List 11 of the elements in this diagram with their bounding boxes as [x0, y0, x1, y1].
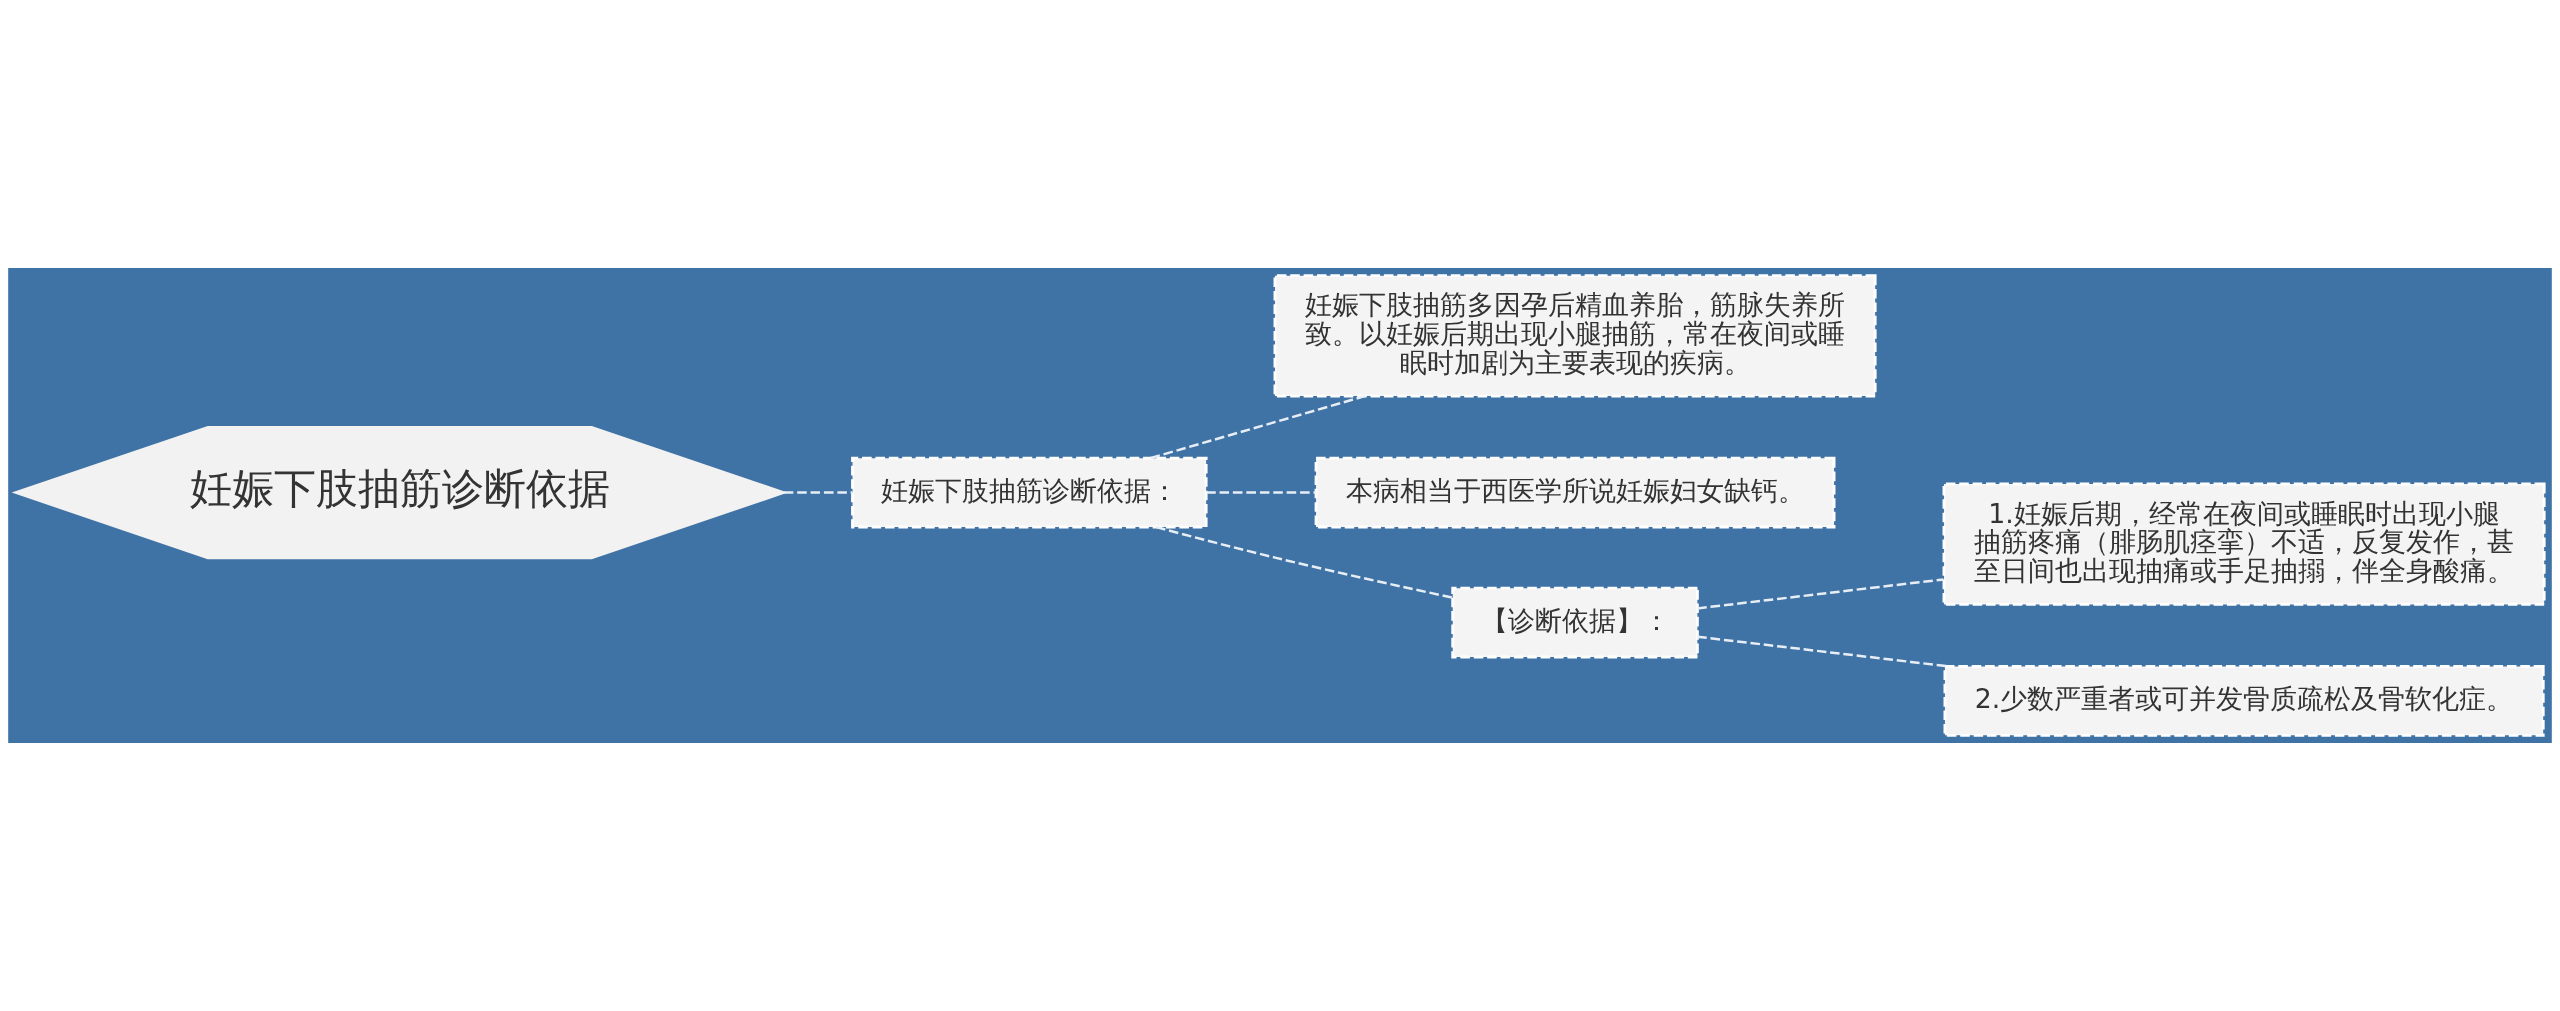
- connector: [1206, 491, 1316, 494]
- node-box: 妊娠下肢抽筋诊断依据：: [851, 456, 1208, 529]
- connector: [783, 491, 853, 494]
- connector: [1155, 525, 1453, 599]
- node-box: 2.少数严重者或可并发骨质疏松及骨软化症。: [1943, 665, 2545, 737]
- connector: [1697, 578, 1944, 610]
- connector: [1150, 394, 1366, 460]
- node-box: 1.妊娠后期，经常在夜间或睡眠时出现小腿抽筋疼痛（腓肠肌痉挛）不适，反复发作，甚至日间也出现抽痛或手足抽搦，伴全身酸痛。: [1942, 482, 2546, 606]
- node-box: 妊娠下肢抽筋多因孕后精血养胎，筋脉失养所致。以妊娠后期出现小腿抽筋，常在夜间或睡眠时加剧为主要表现的疾病。: [1273, 274, 1877, 398]
- node-box: 本病相当于西医学所说妊娠妇女缺钙。: [1314, 456, 1836, 529]
- node-box: 【诊断依据】：: [1451, 586, 1699, 659]
